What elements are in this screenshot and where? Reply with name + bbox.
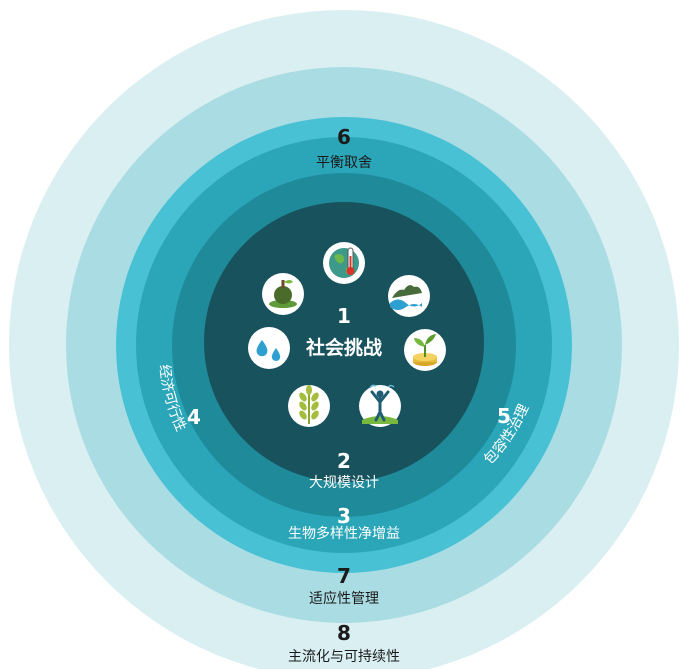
ring-2-number: 2: [337, 449, 351, 473]
ring-7-number: 7: [337, 564, 351, 588]
ring-8-number: 8: [337, 621, 351, 645]
person-raising-arms-icon: [359, 384, 401, 427]
ring-7-label: 适应性管理: [309, 590, 379, 607]
sprout-coin-icon: [404, 329, 446, 371]
water-drops-icon: [248, 327, 290, 369]
wheat-icon: [288, 385, 330, 427]
ring-4-number: 4: [187, 405, 201, 429]
ring-6-number: 6: [337, 125, 351, 149]
core-number: 1: [337, 304, 351, 328]
ring-3-label: 生物多样性净增益: [288, 525, 400, 542]
ring-2-label: 大规模设计: [309, 475, 379, 491]
wave-landslide-icon: [388, 275, 430, 317]
core-label: 社会挑战: [305, 336, 382, 359]
ring-6-label: 平衡取舍: [316, 155, 372, 171]
ring-5-number: 5: [497, 404, 511, 428]
core-circle: [204, 202, 484, 482]
ring-3-number: 3: [337, 504, 351, 528]
fruit-tree-icon: [262, 273, 304, 315]
ring-8-label: 主流化与可持续性: [288, 648, 400, 665]
earth-thermometer-icon: [323, 242, 365, 284]
